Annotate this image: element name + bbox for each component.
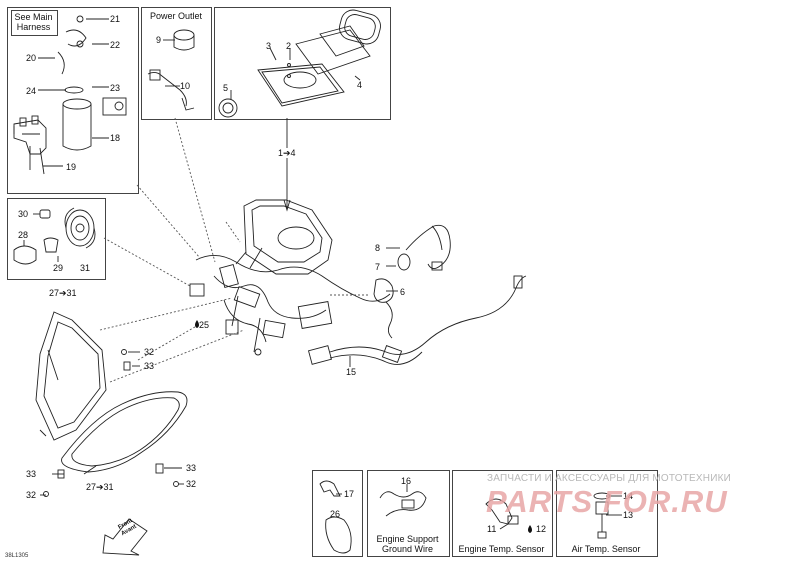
callout-28: 28	[18, 230, 29, 240]
callout-33-c: 33	[186, 463, 197, 473]
engine-temp-inset	[452, 470, 553, 557]
callout-15: 15	[346, 367, 357, 377]
callout-2: 2	[286, 41, 292, 51]
callout-10: 10	[180, 81, 191, 91]
callout-17: 17	[344, 489, 355, 499]
callout-33-b: 33	[26, 469, 37, 479]
callout-22: 22	[110, 40, 121, 50]
callout-11: 11	[487, 524, 497, 534]
callout-31: 31	[80, 263, 91, 273]
callout-8: 8	[375, 243, 381, 253]
main-harness-inset	[7, 7, 139, 194]
ground-wire-title: Engine Support Ground Wire	[376, 534, 439, 554]
callout-4: 4	[357, 80, 363, 90]
power-outlet-inset	[141, 7, 212, 120]
callout-25: 25	[199, 320, 210, 330]
callout-6: 6	[400, 287, 406, 297]
callout-23: 23	[110, 83, 121, 93]
callout-32-b: 32	[26, 490, 37, 500]
callout-32-a: 32	[144, 347, 155, 357]
power-outlet-title: Power Outlet	[149, 11, 203, 21]
air-temp-title: Air Temp. Sensor	[571, 544, 641, 554]
callout-1-to-4: 1➔4	[278, 148, 296, 158]
callout-12: 12	[536, 524, 547, 534]
watermark-brand: PARTS FOR.RU	[486, 484, 728, 519]
air-temp-inset	[556, 470, 658, 557]
see-main-harness-label-box	[11, 10, 58, 36]
callout-26: 26	[330, 509, 341, 519]
callout-7: 7	[375, 262, 381, 272]
callout-14: 14	[623, 491, 634, 501]
callout-19: 19	[66, 162, 77, 172]
callout-3: 3	[266, 41, 272, 51]
callout-20: 20	[26, 53, 37, 63]
callout-9: 9	[156, 35, 162, 45]
callout-30: 30	[18, 209, 29, 219]
clamp-inset	[312, 470, 363, 557]
callout-13: 13	[623, 510, 634, 520]
callout-27-to-31-top: 27➔31	[49, 288, 77, 298]
callout-32-c: 32	[186, 479, 197, 489]
callout-27-to-31-bottom: 27➔31	[86, 482, 114, 492]
callout-24: 24	[26, 86, 37, 96]
drawing-reference: 38L1305	[5, 553, 29, 559]
watermark-tagline: ЗАПЧАСТИ И АКСЕССУАРЫ ДЛЯ МОТОТЕХНИКИ	[487, 473, 732, 484]
see-main-harness-label: See Main Harness	[14, 12, 53, 32]
callout-5: 5	[223, 83, 229, 93]
callout-21: 21	[110, 14, 121, 24]
gauge-inset	[214, 7, 391, 120]
callout-16: 16	[401, 476, 412, 486]
callout-18: 18	[110, 133, 121, 143]
ground-wire-inset	[367, 470, 450, 557]
engine-temp-title: Engine Temp. Sensor	[458, 544, 545, 554]
callout-33-a: 33	[144, 361, 155, 371]
callout-29: 29	[53, 263, 64, 273]
